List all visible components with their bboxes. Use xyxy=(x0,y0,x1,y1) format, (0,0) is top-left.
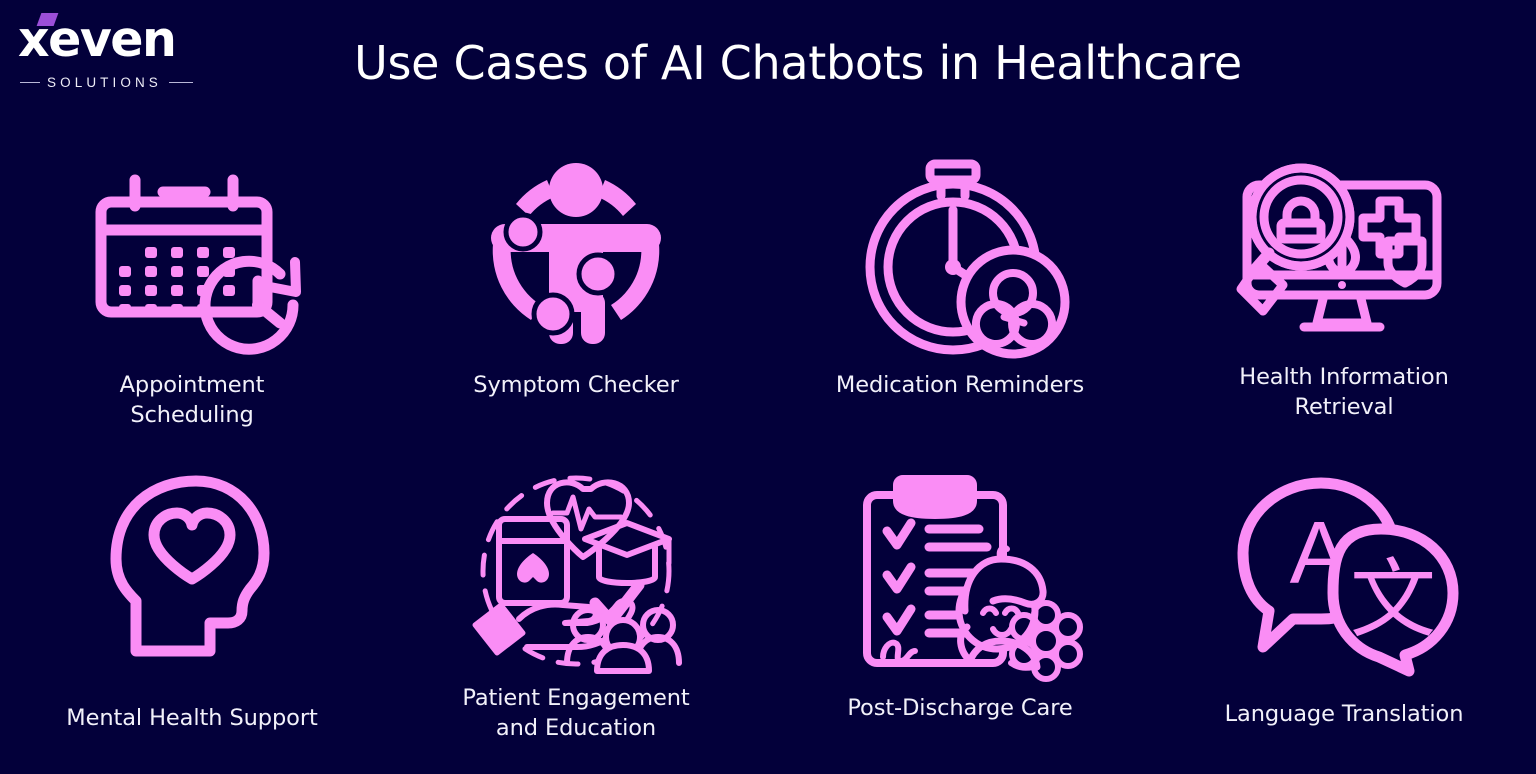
use-case-label: Language Translation xyxy=(1224,701,1464,727)
brand-rule-left xyxy=(20,82,40,83)
use-case-patient-engagement-and-education[interactable]: Patient Engagement and Education xyxy=(384,453,768,774)
brand-wordmark: xeven xyxy=(18,12,218,66)
brand-logo[interactable]: xeven SOLUTIONS xyxy=(18,12,218,98)
stopwatch-pills-icon xyxy=(845,144,1075,359)
use-case-label: Health Information Retrieval xyxy=(1239,364,1449,420)
use-case-grid: Appointment Scheduling xyxy=(0,132,1536,774)
use-case-label: Appointment Scheduling xyxy=(119,372,265,428)
use-case-language-translation[interactable]: A 文 Language Translation xyxy=(1152,453,1536,774)
brand-rule-right xyxy=(168,82,193,83)
use-case-medication-reminders[interactable]: Medication Reminders xyxy=(768,132,1152,453)
header: xeven SOLUTIONS Use Cases of AI Chatbots… xyxy=(0,0,1536,130)
use-case-label: Post-Discharge Care xyxy=(847,695,1073,721)
use-case-label: Patient Engagement and Education xyxy=(462,685,690,741)
use-case-appointment-scheduling[interactable]: Appointment Scheduling xyxy=(0,132,384,453)
body-scan-person-icon xyxy=(461,144,691,359)
brand-tagline-row: SOLUTIONS xyxy=(18,75,218,90)
translate-cjk-glyph: 文 xyxy=(1350,550,1436,650)
speech-bubbles-translate-icon: A 文 xyxy=(1229,463,1459,678)
clipboard-checklist-patient-icon xyxy=(845,463,1083,682)
hand-phone-heart-graduation-people-icon xyxy=(461,463,691,678)
use-case-health-information-retrieval[interactable]: Health Information Retrieval xyxy=(1152,132,1536,453)
use-case-label: Medication Reminders xyxy=(835,372,1085,398)
use-case-symptom-checker[interactable]: Symptom Checker xyxy=(384,132,768,453)
use-case-mental-health-support[interactable]: Mental Health Support xyxy=(0,453,384,774)
brand-tagline: SOLUTIONS xyxy=(47,75,162,90)
monitor-magnifier-lock-icon xyxy=(1229,144,1459,359)
head-heart-icon xyxy=(77,463,307,678)
use-case-label: Symptom Checker xyxy=(473,372,679,398)
use-case-label: Mental Health Support xyxy=(66,705,318,731)
calendar-clock-icon xyxy=(77,144,307,359)
use-case-post-discharge-care[interactable]: Post-Discharge Care xyxy=(768,453,1152,774)
page-title: Use Cases of AI Chatbots in Healthcare xyxy=(354,36,1242,90)
